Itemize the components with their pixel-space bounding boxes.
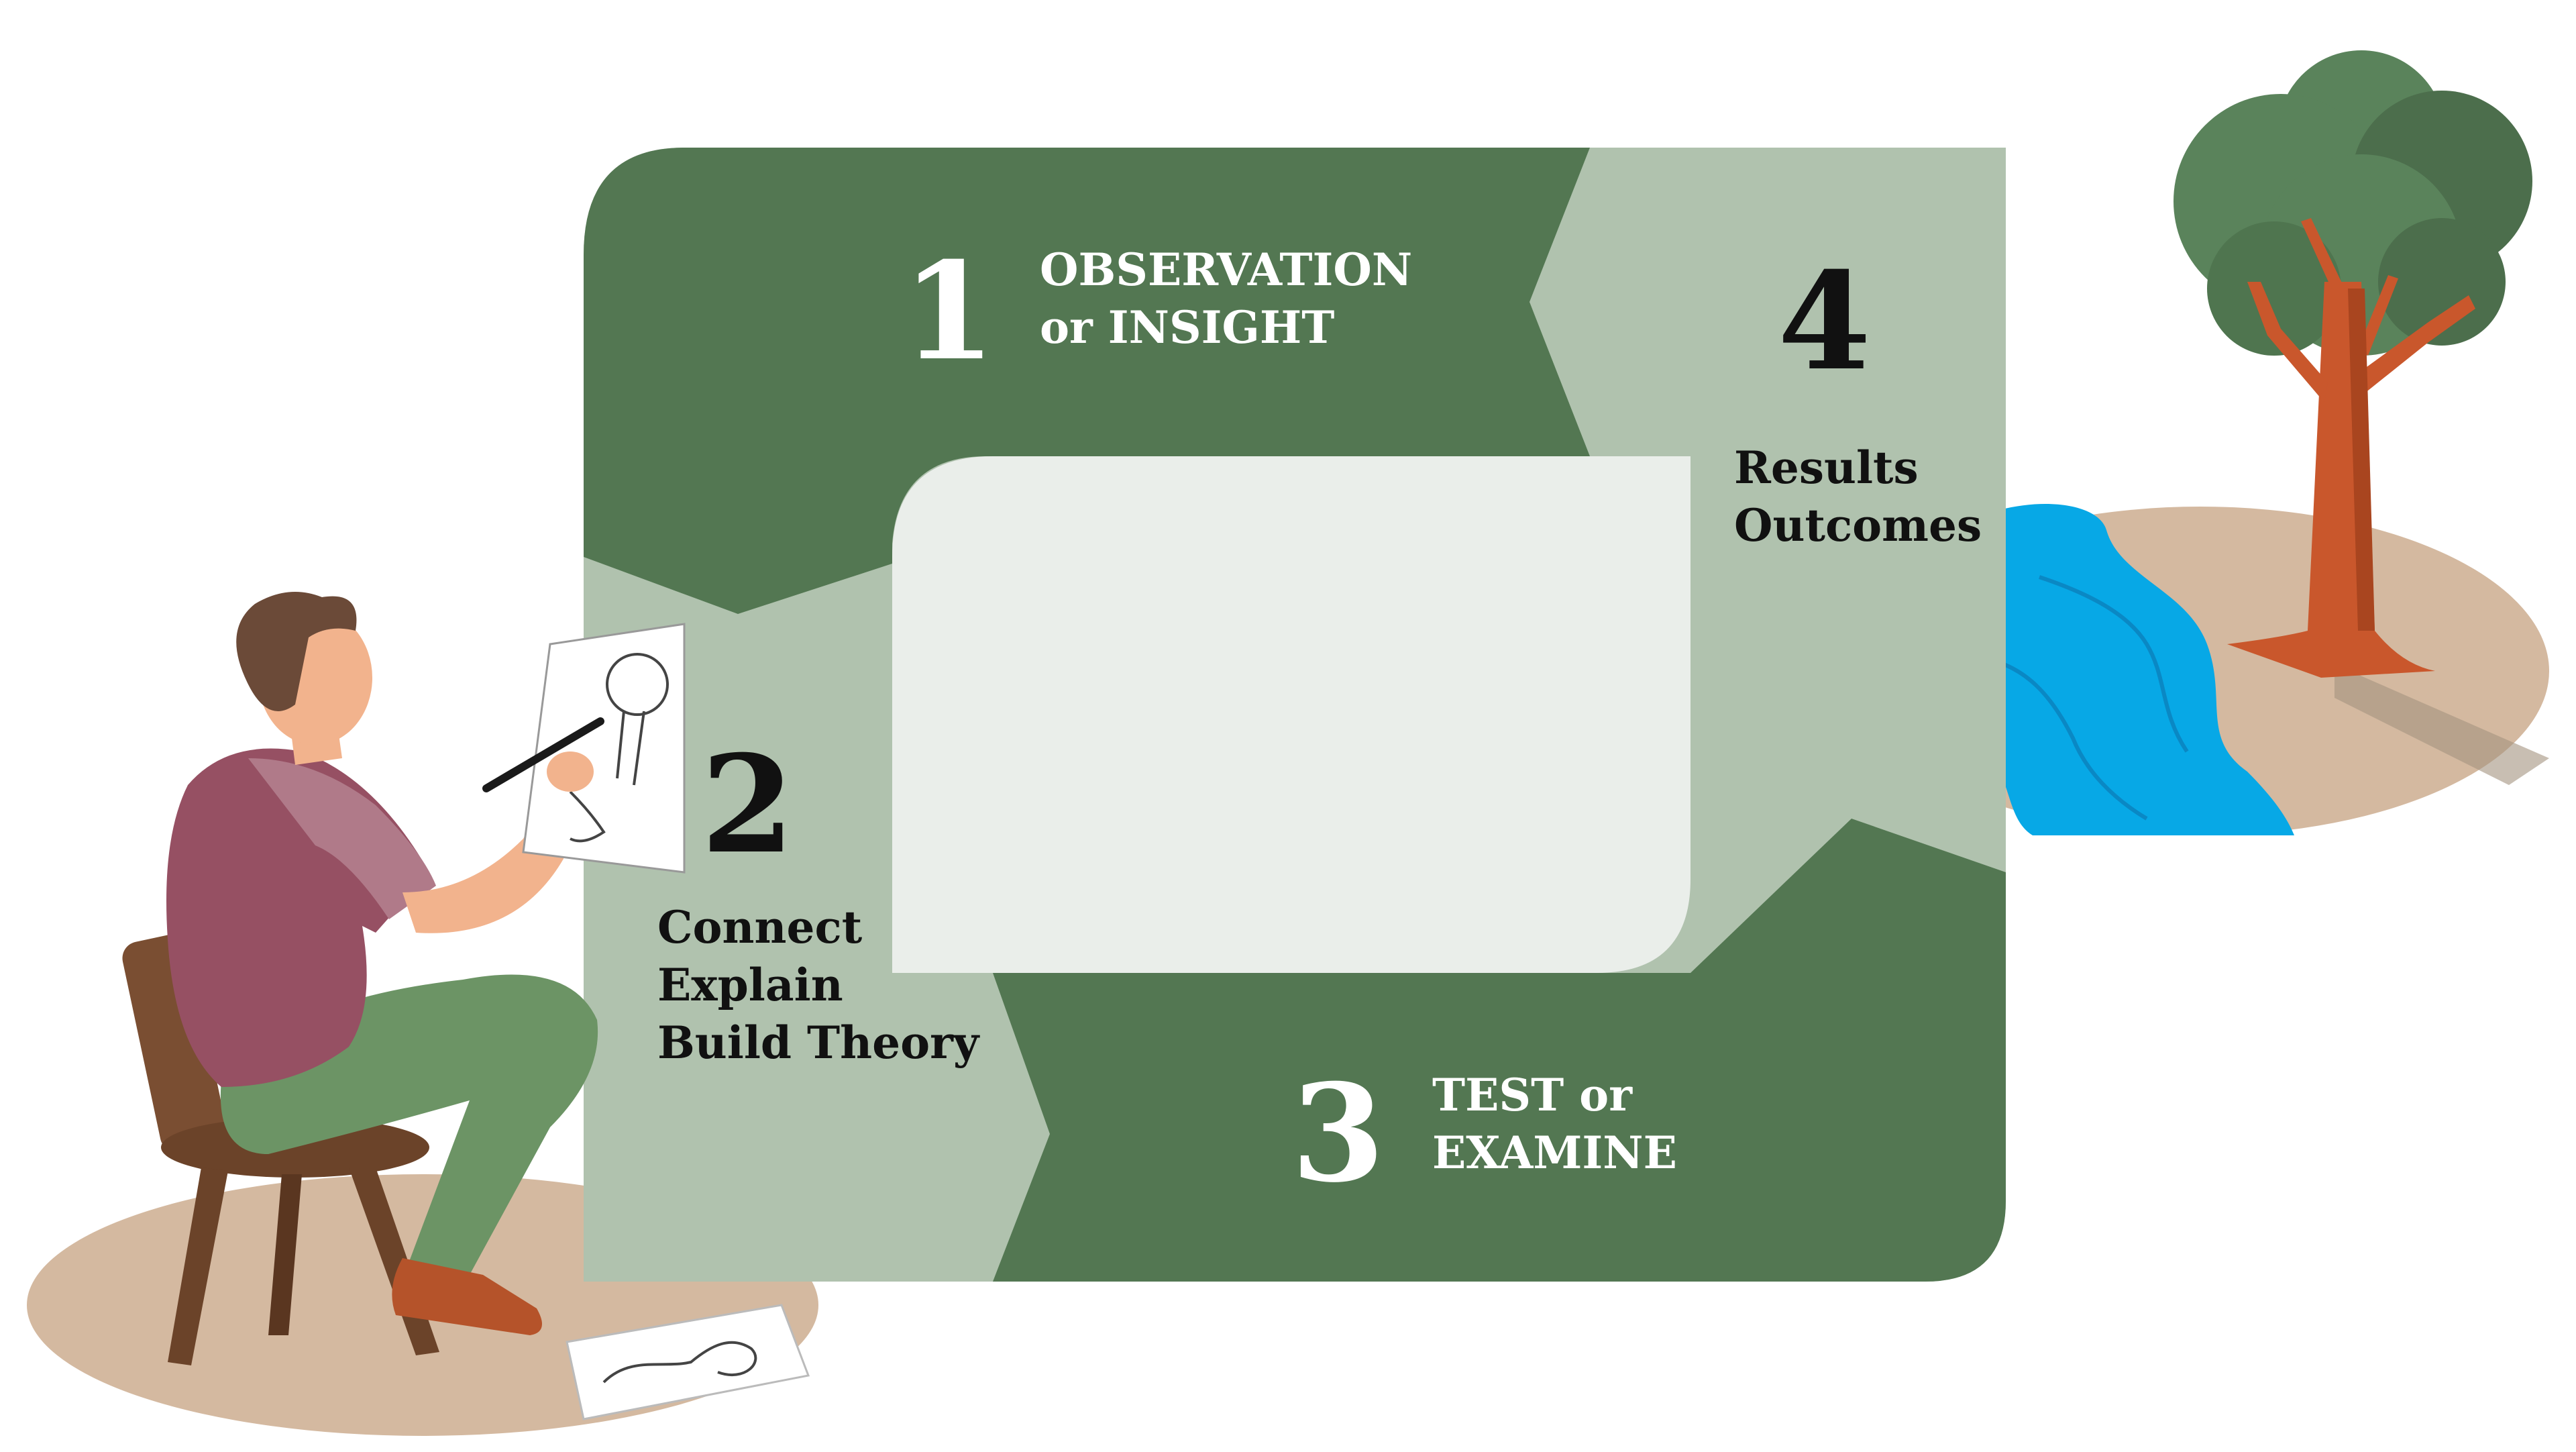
step-2-line-1: Connect (657, 901, 863, 953)
step-3-label: TEST or EXAMINE (1432, 1067, 1677, 1182)
step-1-label: OBSERVATION or INSIGHT (1040, 242, 1412, 357)
step-2-line-2: Explain (657, 958, 843, 1011)
step-1-number: 1 (902, 233, 996, 391)
step-3-number: 3 (1291, 1055, 1385, 1212)
step-2-number: 2 (701, 726, 795, 884)
step-3-line-2: EXAMINE (1432, 1126, 1677, 1179)
step-2-line-3: Build Theory (657, 1016, 979, 1069)
step-4-line-1: Results (1734, 442, 1919, 494)
center-panel (892, 456, 1690, 973)
river-illustration (1823, 504, 2294, 835)
step-4-number: 4 (1778, 243, 1872, 401)
step-1-line-1: OBSERVATION (1040, 244, 1413, 296)
cycle-frame (584, 148, 2006, 1282)
artist-illustration (122, 592, 810, 1420)
step-2-label: Connect Explain Build Theory (657, 899, 979, 1072)
step-3-line-1: TEST or (1432, 1069, 1632, 1121)
step-4-line-2: Outcomes (1734, 499, 1982, 552)
tree-illustration (2174, 50, 2549, 785)
step-4-label: Results Outcomes (1734, 439, 1982, 555)
step-1-line-2: or INSIGHT (1040, 301, 1335, 354)
